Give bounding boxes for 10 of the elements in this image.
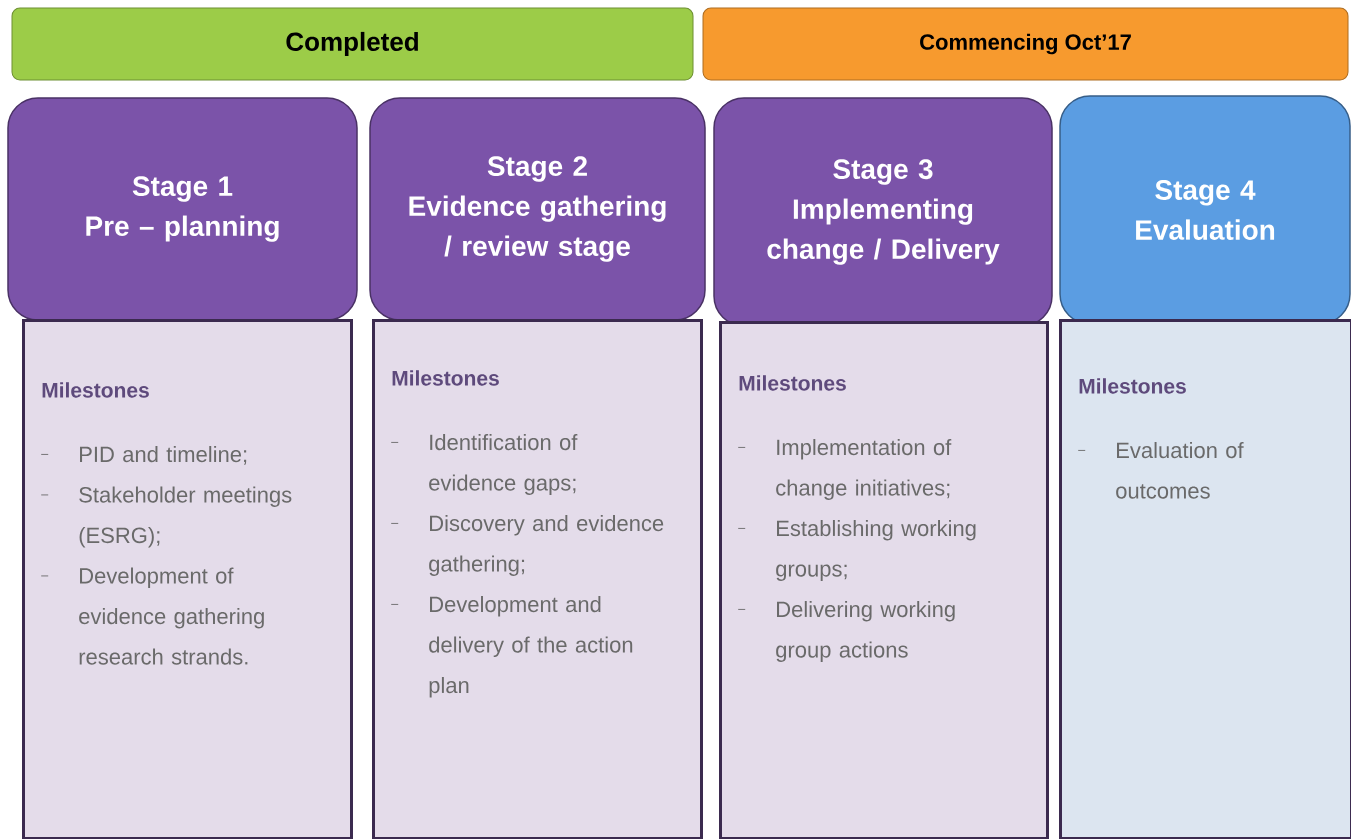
milestone-box: Milestones Evaluation of outcomes <box>1059 319 1351 839</box>
phase-banner: Commencing Oct’17 <box>702 7 1349 81</box>
milestone-box: Milestones Implementation of change initiatives; Establishing working groups; Delivering working group actions <box>719 321 1049 839</box>
milestone-box: Milestones Identification of evidence gaps; Discovery and evidence gathering; Development and delivery of the action plan <box>372 319 703 839</box>
milestone-box: Milestones PID and timeline; Stakeholder meetings (ESRG); Development of evidence gathering research strands. <box>22 319 353 839</box>
stage-box: Stage 1 Pre – planning <box>7 97 358 321</box>
stage-box: Stage 2 Evidence gathering / review stage <box>369 97 706 321</box>
phase-banner: Completed <box>11 7 694 81</box>
stage-box: Stage 4 Evaluation <box>1059 95 1351 325</box>
stage-box: Stage 3 Implementing change / Delivery <box>713 97 1053 327</box>
